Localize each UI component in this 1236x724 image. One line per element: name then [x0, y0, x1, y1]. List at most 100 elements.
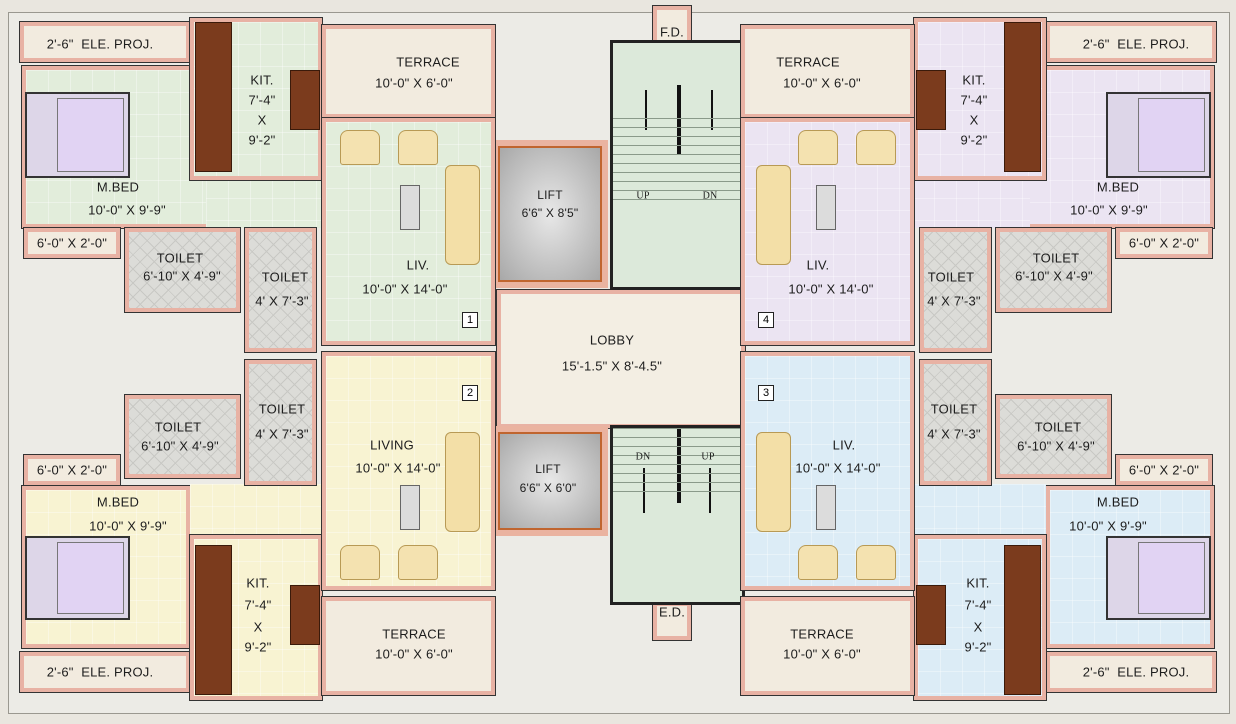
unit2-proj [19, 651, 191, 693]
unit4-terrace [740, 24, 915, 119]
unit3-toilet-a-size-label: 6'-10" X 4'-9" [1017, 438, 1095, 454]
stair-divider [677, 85, 681, 155]
unit1-table [400, 185, 420, 230]
unit4-toilet-a-size-label: 6'-10" X 4'-9" [1015, 268, 1093, 284]
unit2-counter [290, 585, 320, 645]
unit2-living-name-label: LIVING [370, 437, 414, 453]
unit4-sofa [756, 165, 791, 265]
unit3-toilet-b-name-label: TOILET [930, 401, 978, 417]
unit4-mbed-name-label: M.BED [1096, 179, 1140, 195]
stair-step [613, 428, 742, 429]
unit1-chair [398, 130, 438, 165]
staircase-bottom [610, 425, 745, 605]
down-arrow-icon [643, 468, 645, 513]
unit3-bed-icon [1106, 536, 1211, 620]
unit3-mbed-name-label: M.BED [1096, 494, 1140, 510]
unit2-toilet-a [124, 394, 241, 479]
unit3-terrace-name-label: TERRACE [790, 626, 854, 642]
stair-step [613, 172, 742, 173]
unit4-toilet-a-name-label: TOILET [1032, 250, 1080, 266]
unit3-kitchen-x-label: X [973, 619, 983, 635]
stair-step [613, 136, 742, 137]
unit3-mbed-size-label: 10'-0" X 9'-9" [1069, 518, 1147, 534]
unit3-corr [912, 484, 1046, 538]
fire-door-label: F.D. [660, 24, 684, 40]
unit1-living-name-label: LIV. [406, 257, 430, 273]
unit4-counter [916, 70, 946, 130]
stair-step [613, 145, 742, 146]
stair-step [613, 127, 742, 128]
unit3-counter [916, 585, 946, 645]
lift-bottom-size: 6'6" X 6'0" [519, 481, 577, 495]
unit4-toilet-a [995, 227, 1112, 313]
unit3-toilet-a-name-label: TOILET [1034, 419, 1082, 435]
up-arrow-icon [711, 90, 713, 130]
unit3-terrace [740, 596, 915, 696]
lobby [496, 289, 746, 429]
stairs-top-left-label: UP [636, 190, 650, 202]
unit2-toilet-b-size-label: 4' X 7'-3" [255, 426, 309, 442]
unit1-bed-icon [25, 92, 130, 178]
stair-step [613, 199, 742, 200]
unit1-mbed-size-label: 10'-0" X 9'-9" [88, 202, 166, 218]
unit1-corr [206, 176, 324, 228]
unit1-kitchen-name-label: KIT. [250, 72, 274, 88]
unit2-terrace-name-label: TERRACE [382, 626, 446, 642]
unit1-mbed-name-label: M.BED [96, 179, 140, 195]
unit1-balcony [23, 227, 121, 259]
unit3-kitchen-h-label: 9'-2" [964, 639, 992, 655]
stairs-bottom-left-label: DN [635, 451, 651, 463]
unit2-balcony-label: 6'-0" X 2'-0" [36, 462, 108, 478]
stair-step [613, 190, 742, 191]
stair-step [613, 118, 742, 119]
unit2-living-size-label: 10'-0" X 14'-0" [355, 460, 441, 476]
up-arrow-icon [645, 90, 647, 130]
unit4-toilet-b-size-label: 4' X 7'-3" [927, 293, 981, 309]
unit4-table [816, 185, 836, 230]
unit1-toilet-b-size-label: 4' X 7'-3" [255, 293, 309, 309]
unit4-mbed-size-label: 10'-0" X 9'-9" [1070, 202, 1148, 218]
lift-bottom-label: LIFT [535, 462, 561, 476]
unit2-chair [398, 545, 438, 580]
unit2-kitchen-h-label: 9'-2" [244, 639, 272, 655]
unit2-kitchen-name-label: KIT. [246, 575, 270, 591]
unit1-ele-proj-label: 2'-6" ELE. PROJ. [46, 36, 154, 52]
unit4-door-number: 4 [758, 312, 774, 328]
unit4-terrace-name-label: TERRACE [776, 54, 840, 70]
unit4-chair [856, 130, 896, 165]
unit1-living-size-label: 10'-0" X 14'-0" [362, 281, 448, 297]
down-arrow-icon [709, 468, 711, 513]
unit3-sofa [756, 432, 791, 532]
lobby-label: LOBBY [589, 332, 635, 348]
unit4-balcony-label: 6'-0" X 2'-0" [1128, 235, 1200, 251]
unit4-bed-icon [1106, 92, 1211, 178]
unit1-kitchen-h-label: 9'-2" [248, 132, 276, 148]
unit3-living-size-label: 10'-0" X 14'-0" [795, 460, 881, 476]
unit2-kitchen-w-label: 7'-4" [244, 597, 272, 613]
unit1-terrace-name-label: TERRACE [396, 54, 460, 70]
unit4-living-size-label: 10'-0" X 14'-0" [788, 281, 874, 297]
unit4-toilet-b-name-label: TOILET [927, 269, 975, 285]
unit4-kitchen-x-label: X [969, 112, 979, 128]
unit4-corr [912, 176, 1030, 228]
unit4-proj [1045, 21, 1217, 63]
unit3-kitchen-name-label: KIT. [966, 575, 990, 591]
unit4-balcony [1115, 227, 1213, 259]
unit4-living-name-label: LIV. [806, 257, 830, 273]
stairs-bottom-right-label: UP [701, 451, 715, 463]
unit1-toilet-b [244, 227, 317, 353]
unit3-balcony [1115, 454, 1213, 486]
unit3-toilet-b-size-label: 4' X 7'-3" [927, 426, 981, 442]
lift-top-label: LIFT [537, 188, 563, 202]
unit2-mbed-name-label: M.BED [96, 494, 140, 510]
unit1-chair [340, 130, 380, 165]
unit1-counter [195, 22, 232, 172]
unit3-ele-proj-label: 2'-6" ELE. PROJ. [1082, 664, 1190, 680]
unit2-mbed-size-label: 10'-0" X 9'-9" [89, 518, 167, 534]
unit1-kitchen-x-label: X [257, 112, 267, 128]
unit2-kitchen-x-label: X [253, 619, 263, 635]
unit4-kitchen-name-label: KIT. [962, 72, 986, 88]
unit3-terrace-size-label: 10'-0" X 6'-0" [783, 646, 861, 662]
stair-step [613, 491, 742, 492]
